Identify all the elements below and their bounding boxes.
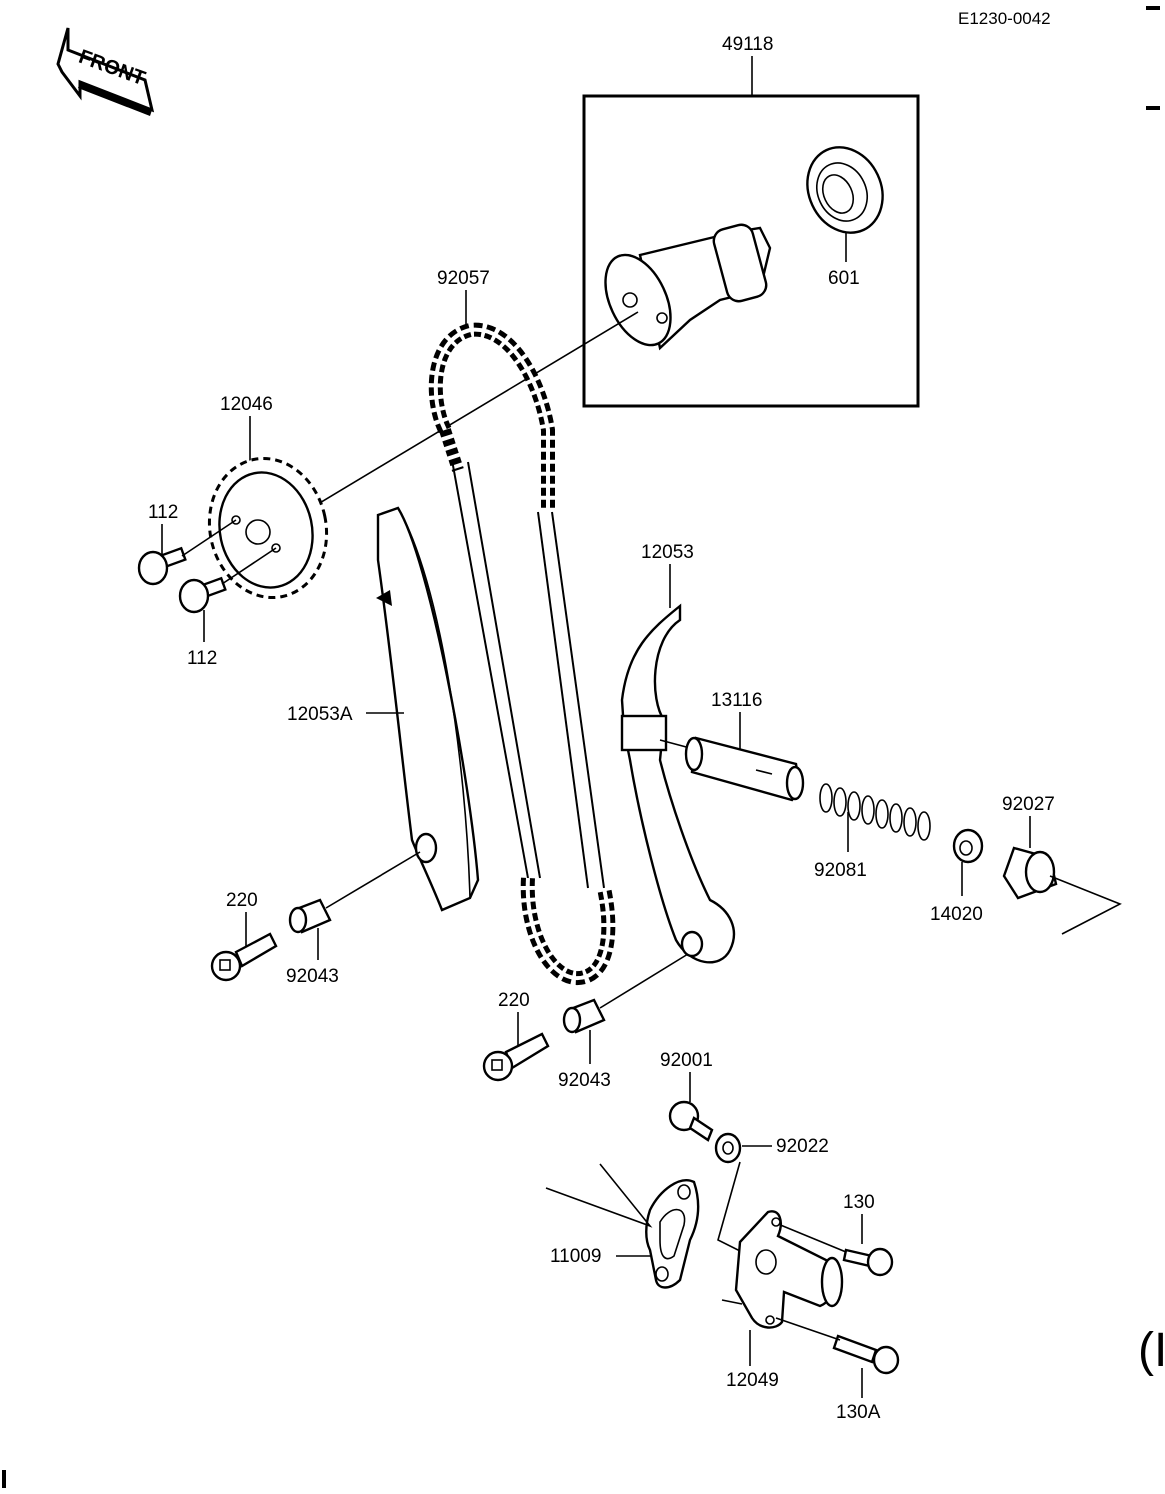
camshaft (604, 223, 772, 351)
label-601: 601 (828, 268, 860, 289)
label-92022: 92022 (776, 1136, 829, 1157)
label-112-bottom: 112 (187, 648, 217, 669)
label-14020: 14020 (930, 904, 983, 925)
collar-right (1002, 846, 1058, 900)
tensioner-rod (684, 736, 805, 802)
gasket (645, 1179, 700, 1289)
label-130: 130 (843, 1192, 875, 1213)
label-12053: 12053 (641, 542, 694, 563)
bolt-220-left (210, 932, 278, 982)
bolt-112-top (137, 546, 187, 586)
label-112-top: 112 (148, 502, 178, 523)
label-92081: 92081 (814, 860, 867, 881)
label-92057: 92057 (437, 268, 490, 289)
bolt-220-mid (482, 1032, 550, 1082)
edge-mark-top (1146, 6, 1160, 10)
collar-mid (562, 998, 606, 1034)
label-92027: 92027 (1002, 794, 1055, 815)
cam-sprocket (207, 456, 329, 600)
label-13116: 13116 (711, 690, 762, 711)
label-92043-left: 92043 (286, 966, 339, 987)
label-220-mid: 220 (498, 990, 530, 1011)
chain-tensioner (734, 1210, 844, 1329)
label-220-left: 220 (226, 890, 258, 911)
bolt-130a (832, 1334, 900, 1375)
label-92001: 92001 (660, 1050, 713, 1071)
cam-chain (428, 322, 616, 985)
label-12053A: 12053A (287, 704, 353, 725)
washer (714, 1132, 742, 1164)
label-92043-mid: 92043 (558, 1070, 611, 1091)
label-12046: 12046 (220, 394, 273, 415)
spring (819, 783, 931, 841)
label-130A: 130A (836, 1402, 881, 1423)
front-arrow-icon: FRONT (56, 27, 155, 116)
label-12049: 12049 (726, 1370, 779, 1391)
circlip (952, 828, 984, 864)
camshaft-assembly-box (582, 94, 920, 408)
bolt-92001 (668, 1100, 714, 1142)
bolt-130 (842, 1247, 894, 1277)
margin-mark: (I (1138, 1324, 1165, 1377)
chain-guide-front (376, 506, 480, 912)
edge-mark-mid (1146, 106, 1160, 110)
label-11009: 11009 (550, 1246, 601, 1267)
collar-left (288, 898, 332, 934)
edge-mark-bottom (2, 1470, 6, 1488)
diagram-code: E1230-0042 (958, 9, 1051, 28)
bolt-112-bottom (178, 576, 227, 614)
label-49118: 49118 (722, 34, 773, 55)
chain-guide-rear (620, 603, 736, 964)
bearing (806, 146, 884, 234)
